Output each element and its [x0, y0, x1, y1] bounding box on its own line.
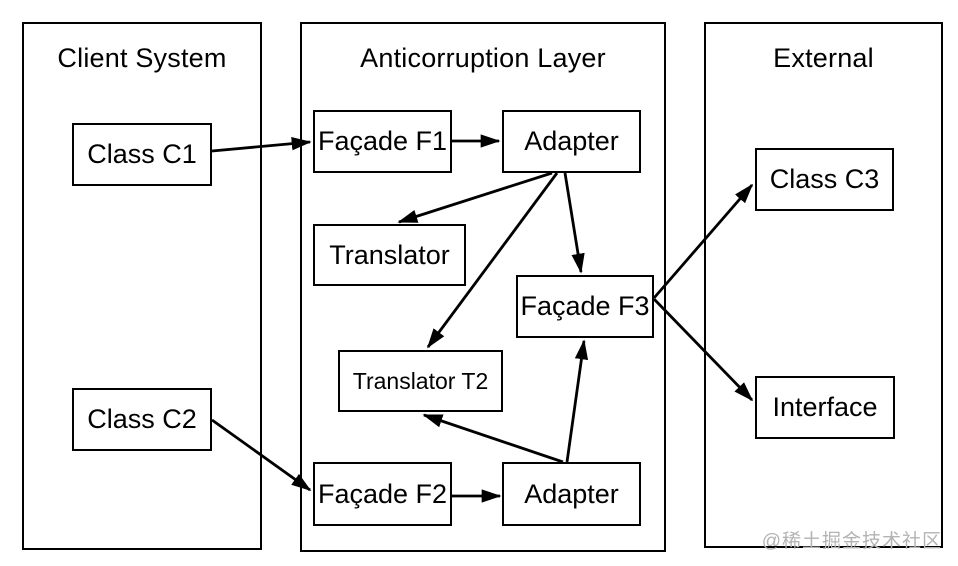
node-translator: Translator: [313, 224, 466, 286]
node-class-c2: Class C2: [72, 388, 212, 451]
node-adapter-2-label: Adapter: [524, 478, 619, 509]
node-class-c3-label: Class C3: [769, 164, 880, 194]
node-class-c2-label: Class C2: [87, 404, 197, 434]
node-facade-f1-label: Façade F1: [317, 126, 448, 156]
node-facade-f3-label: Façade F3: [520, 291, 650, 321]
node-facade-f3: Façade F3: [516, 275, 654, 338]
node-facade-f2-label: Façade F2: [317, 478, 448, 509]
node-interface-label: Interface: [772, 392, 878, 422]
node-class-c1: Class C1: [72, 123, 212, 186]
node-class-c3: Class C3: [755, 148, 894, 211]
node-class-c1-label: Class C1: [87, 139, 197, 169]
container-external: External: [704, 22, 943, 548]
container-anticorruption-layer-title: Anticorruption Layer: [360, 43, 606, 73]
container-client-system: Client System: [22, 22, 262, 550]
node-facade-f1: Façade F1: [313, 110, 452, 173]
node-translator-t2-label: Translator T2: [352, 367, 489, 394]
node-adapter-1-label: Adapter: [524, 126, 619, 156]
node-adapter-1: Adapter: [502, 110, 641, 173]
watermark: @稀土掘金技术社区: [761, 531, 942, 552]
node-interface: Interface: [755, 376, 895, 439]
node-translator-t2: Translator T2: [338, 350, 503, 412]
node-facade-f2: Façade F2: [313, 462, 452, 526]
container-client-system-title: Client System: [57, 43, 227, 73]
container-external-title: External: [773, 43, 874, 73]
node-translator-label: Translator: [329, 239, 450, 270]
node-adapter-2: Adapter: [502, 462, 641, 526]
